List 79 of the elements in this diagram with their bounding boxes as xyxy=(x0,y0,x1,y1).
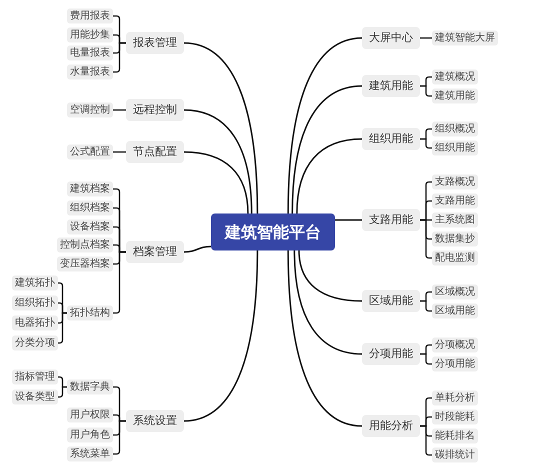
topic-box: 建筑用能 xyxy=(362,75,420,97)
subtopic-box: 变压器档案 xyxy=(57,256,113,272)
branch-curve xyxy=(296,138,362,214)
subtopic-box: 能耗排名 xyxy=(432,428,478,444)
branch-curve xyxy=(184,246,212,253)
branch-curve xyxy=(298,250,362,302)
subtopic-box: 配电监测 xyxy=(432,250,478,266)
subtopic-box: 空调控制 xyxy=(67,102,113,118)
topic-box: 支路用能 xyxy=(362,209,420,231)
branch-curve xyxy=(184,250,258,422)
subtopic-box: 组织档案 xyxy=(67,200,113,216)
branch-curve xyxy=(287,37,362,214)
topic-box: 报表管理 xyxy=(126,32,184,54)
subtopic-box: 数据集抄 xyxy=(432,232,478,246)
branch-curve xyxy=(184,42,258,214)
subtopic-box: 组织用能 xyxy=(432,140,478,156)
bracket-connector xyxy=(420,425,432,456)
subtopic-box: 建筑用能 xyxy=(432,88,478,104)
subtopic-box: 组织拓扑 xyxy=(12,296,58,310)
topic-box: 远程控制 xyxy=(126,99,184,121)
bracket-connector xyxy=(420,85,432,97)
topic-box: 节点配置 xyxy=(126,141,184,163)
bracket-connector xyxy=(420,138,432,149)
subtopic-box: 碳排统计 xyxy=(432,448,478,462)
bracket-connector xyxy=(113,251,126,314)
subtopic-box: 建筑概况 xyxy=(432,70,478,84)
bracket-connector xyxy=(58,312,67,344)
subtopic-box: 公式配置 xyxy=(67,144,113,160)
subtopic-box: 指标管理 xyxy=(12,370,58,384)
branch-curve xyxy=(292,85,362,214)
subtopic-box: 设备档案 xyxy=(67,220,113,234)
subtopic-box: 分类分项 xyxy=(12,336,58,350)
subtopic-box: 数据字典 xyxy=(67,380,113,394)
subtopic-box: 分项概况 xyxy=(432,338,478,352)
subtopic-box: 支路概况 xyxy=(432,174,478,190)
branch-curve xyxy=(335,219,362,221)
subtopic-box: 组织概况 xyxy=(432,122,478,136)
topic-box: 大屏中心 xyxy=(362,27,420,49)
subtopic-box: 分项用能 xyxy=(432,356,478,372)
subtopic-box: 建筑档案 xyxy=(67,182,113,196)
bracket-connector xyxy=(113,151,126,153)
subtopic-box: 时段能耗 xyxy=(432,410,478,424)
subtopic-box: 区域概况 xyxy=(432,284,478,300)
bracket-connector xyxy=(113,109,126,111)
subtopic-box: 设备类型 xyxy=(12,390,58,404)
topic-box: 分项用能 xyxy=(362,343,420,365)
subtopic-box: 用户角色 xyxy=(67,428,113,442)
subtopic-box: 建筑拓扑 xyxy=(12,276,58,290)
bracket-connector xyxy=(420,300,432,312)
subtopic-box: 建筑智能大屏 xyxy=(432,30,498,46)
subtopic-box: 费用报表 xyxy=(67,8,113,24)
topic-box: 区域用能 xyxy=(362,290,420,312)
subtopic-box: 用户权限 xyxy=(67,408,113,422)
subtopic-box: 电量报表 xyxy=(67,46,113,60)
subtopic-box: 用能抄集 xyxy=(67,28,113,42)
subtopic-box: 支路用能 xyxy=(432,194,478,208)
topic-box: 系统设置 xyxy=(126,410,184,432)
subtopic-box: 主系统图 xyxy=(432,212,478,228)
topic-box: 用能分析 xyxy=(362,415,420,437)
subtopic-box: 控制点档案 xyxy=(57,238,113,252)
topic-box: 档案管理 xyxy=(126,241,184,263)
subtopic-box: 单耗分析 xyxy=(432,390,478,406)
bracket-connector xyxy=(420,353,432,365)
branch-curve xyxy=(184,151,249,214)
branch-curve xyxy=(287,250,362,427)
subtopic-box: 系统菜单 xyxy=(67,446,113,462)
bracket-connector xyxy=(420,37,432,39)
central-topic-box: 建筑智能平台 xyxy=(211,214,335,250)
subtopic-box: 水量报表 xyxy=(67,64,113,80)
subtopic-box: 拓扑结构 xyxy=(67,306,113,320)
subtopic-box: 区域用能 xyxy=(432,304,478,318)
bracket-connector xyxy=(113,42,126,73)
bracket-connector xyxy=(420,219,432,259)
branch-curve xyxy=(294,250,362,355)
topic-box: 组织用能 xyxy=(362,128,420,150)
bracket-connector xyxy=(58,386,67,398)
subtopic-box: 电器拓扑 xyxy=(12,316,58,330)
branch-curve xyxy=(184,109,252,214)
bracket-connector xyxy=(113,420,126,455)
